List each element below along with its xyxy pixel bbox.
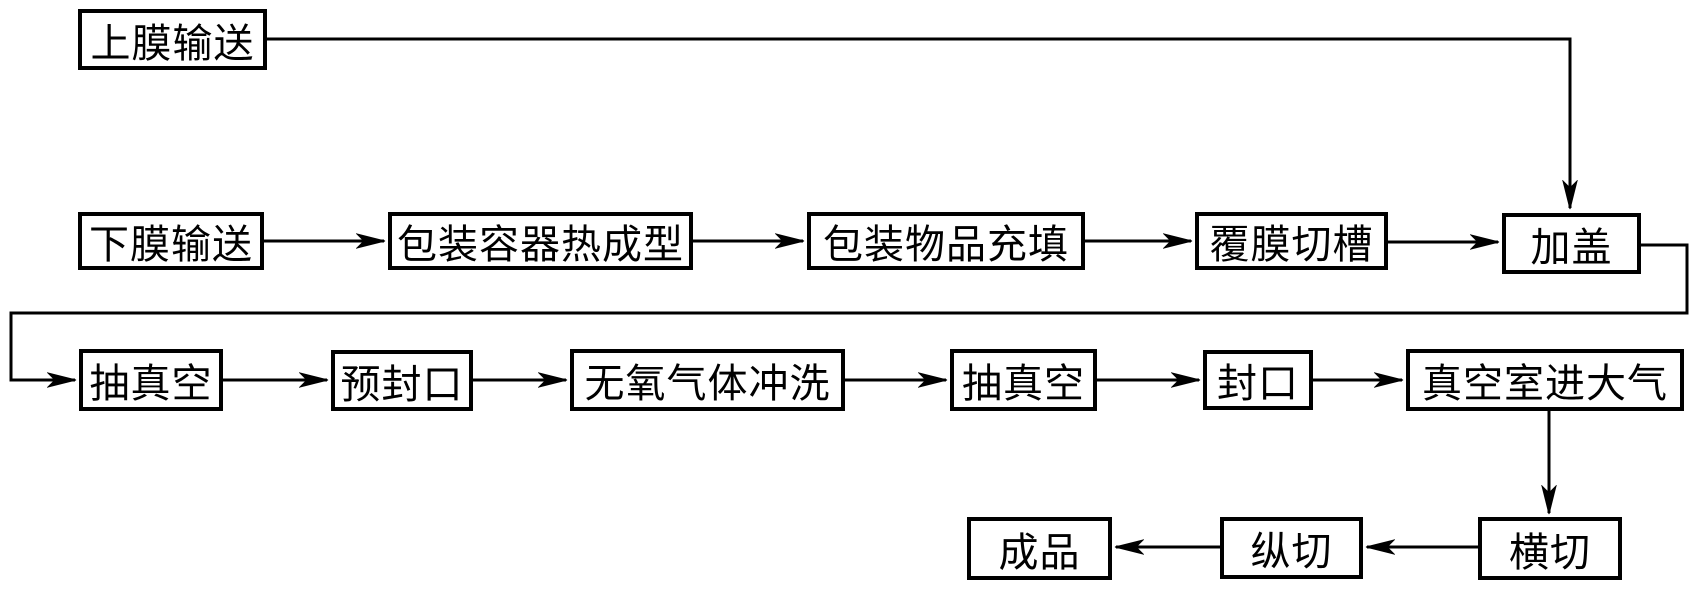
node-container-thermoforming: 包装容器热成型 (388, 212, 693, 270)
node-top-film-feed: 上膜输送 (78, 9, 267, 70)
node-longitudinal-cut: 纵切 (1220, 517, 1363, 579)
node-capping: 加盖 (1502, 213, 1641, 274)
node-bottom-film-feed: 下膜输送 (78, 212, 264, 270)
node-finished-product: 成品 (967, 517, 1112, 580)
node-vacuum-1: 抽真空 (79, 349, 223, 411)
node-item-filling: 包装物品充填 (807, 212, 1085, 270)
edge-capping-to-vacuum1 (9, 243, 1689, 380)
edge-top-film-to-capping (267, 37, 1570, 208)
node-pre-seal: 预封口 (331, 350, 473, 411)
node-vacuum-2: 抽真空 (950, 349, 1097, 411)
node-cross-cut: 横切 (1478, 517, 1622, 580)
node-oxygen-free-gas-flush: 无氧气体冲洗 (570, 349, 845, 411)
node-film-slot-cutting: 覆膜切槽 (1195, 212, 1388, 270)
node-vacuum-chamber-vent: 真空室进大气 (1406, 349, 1684, 411)
node-seal: 封口 (1203, 350, 1313, 410)
